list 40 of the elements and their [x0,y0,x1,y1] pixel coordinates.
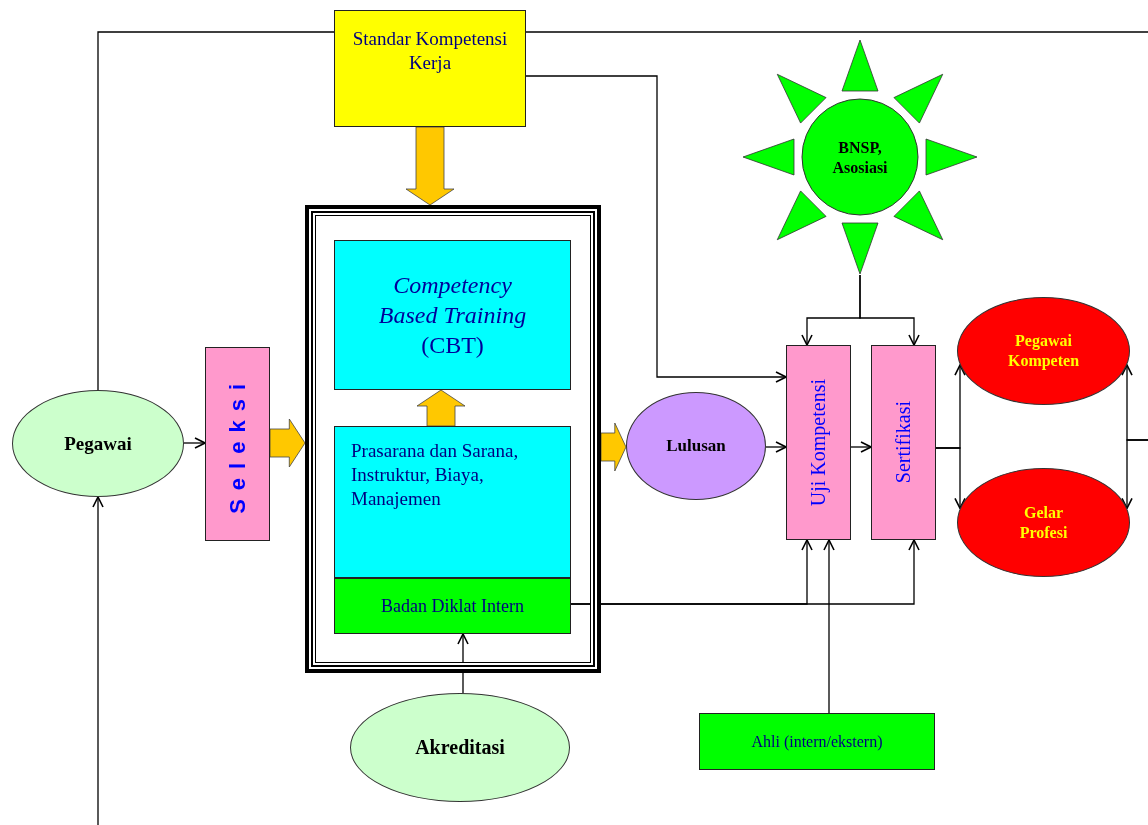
connector-line [97,31,335,391]
node-label: Akreditasi [415,735,505,760]
process-box [699,713,935,770]
arrow [859,274,920,346]
process-box [334,240,571,390]
block-arrow [405,126,455,206]
arrow [935,447,966,510]
arrow [765,441,787,453]
block-arrow [416,389,466,427]
arrow [92,496,104,825]
process-box [334,578,571,634]
process-box [871,345,936,540]
node-label: Badan Diklat Intern [381,594,524,618]
node-label: Prasarana dan Sarana, Instruktur, Biaya, Manajemen [351,439,520,511]
node-label: Sertifikasi [891,401,915,484]
arrow [823,539,835,714]
node-label: Ahli (intern/ekstern) [751,731,883,752]
arrow [850,441,872,453]
block-arrow [600,422,627,472]
arrow [525,75,787,383]
node-label: Pegawai [64,431,132,456]
node-label: Standar Kompetensi Kerja [351,27,509,75]
connector-line [525,31,1148,33]
node-label: BNSP, Asosiasi [831,137,889,178]
node-label: Pegawai Kompeten [1006,331,1081,371]
arrow [457,633,469,694]
standard-box [334,10,526,127]
node-label: Uji Kompetensi [806,378,831,507]
block-arrow [269,418,306,468]
process-box [786,345,851,540]
node-label: Lulusan [666,435,726,457]
process-box [334,426,571,578]
process-box [205,347,270,541]
node-label: Gelar Profesi [1018,502,1069,543]
arrow [570,539,920,605]
arrow [183,437,206,449]
training-frame [305,205,601,673]
node-label: Seleksi [223,374,251,514]
node-label: Competency Based Training (CBT) [377,271,528,360]
arrow [1121,439,1148,510]
